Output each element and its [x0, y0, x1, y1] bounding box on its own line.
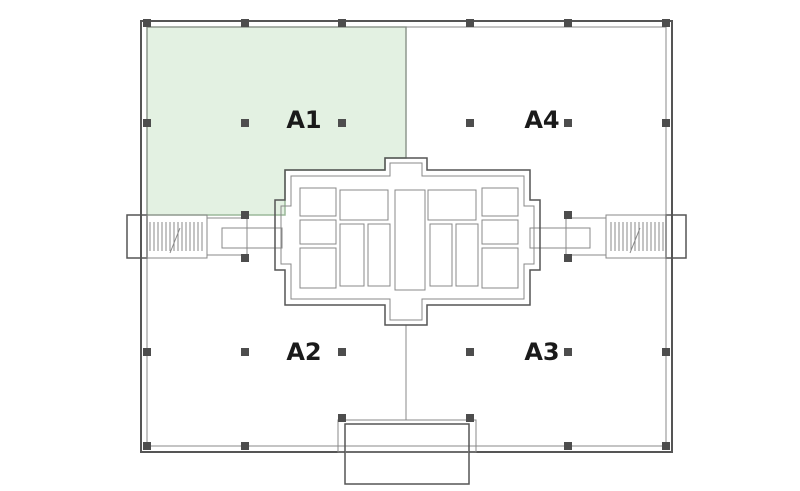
core-room — [481, 187, 519, 217]
column — [662, 442, 670, 450]
core-room — [481, 247, 519, 289]
column — [466, 119, 474, 127]
unit-label-a2: A2 — [286, 338, 321, 366]
column — [143, 119, 151, 127]
core-room — [339, 189, 389, 221]
unit-label-a4: A4 — [524, 106, 559, 134]
core-room — [367, 223, 391, 287]
column — [662, 348, 670, 356]
column — [466, 19, 474, 27]
column — [564, 442, 572, 450]
column — [338, 19, 346, 27]
left-stair — [126, 214, 283, 259]
core-room — [299, 219, 337, 245]
column — [338, 119, 346, 127]
column — [338, 414, 346, 422]
column — [662, 119, 670, 127]
core-room — [427, 189, 477, 221]
core-room — [299, 247, 337, 289]
column — [466, 348, 474, 356]
column — [564, 119, 572, 127]
column — [143, 19, 151, 27]
column — [241, 254, 249, 262]
column — [241, 442, 249, 450]
unit-a1-zone[interactable] — [146, 26, 407, 216]
column — [338, 348, 346, 356]
right-stair — [529, 214, 687, 259]
column — [241, 19, 249, 27]
column — [466, 414, 474, 422]
column — [662, 19, 670, 27]
column — [241, 211, 249, 219]
column — [143, 348, 151, 356]
column — [564, 19, 572, 27]
structural-columns — [143, 19, 670, 450]
core-room — [339, 223, 365, 287]
column — [241, 348, 249, 356]
core-room — [429, 223, 453, 287]
core-room — [299, 187, 337, 217]
core-room — [481, 219, 519, 245]
entrance-canopy — [337, 419, 477, 485]
unit-label-a1: A1 — [286, 106, 321, 134]
core-room — [455, 223, 479, 287]
core-room — [394, 189, 426, 291]
column — [241, 119, 249, 127]
column — [564, 211, 572, 219]
column — [564, 254, 572, 262]
column — [143, 442, 151, 450]
central-core — [274, 157, 541, 326]
column — [564, 348, 572, 356]
unit-label-a3: A3 — [524, 338, 559, 366]
